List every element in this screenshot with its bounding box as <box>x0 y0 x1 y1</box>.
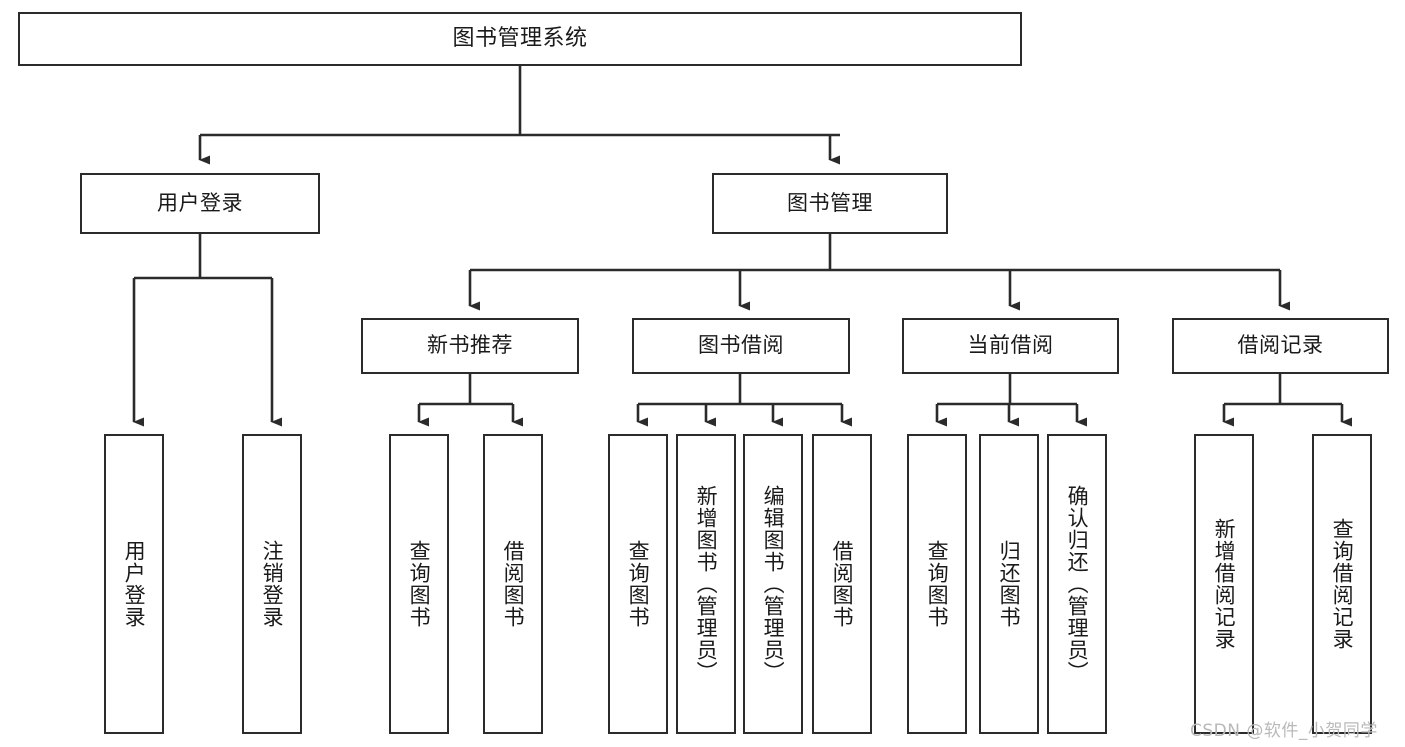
node-label: 借阅记录 <box>1237 333 1324 358</box>
node-label: 用户登录 <box>157 190 243 215</box>
leaf-book-borrow-edit[interactable]: 编辑图书（管理员） <box>743 434 803 734</box>
leaf-book-borrow-query[interactable]: 查询图书 <box>608 434 668 734</box>
node-label: 查询图书 <box>626 540 651 628</box>
node-user-login[interactable]: 用户登录 <box>80 173 320 234</box>
node-label: 确认归还（管理员） <box>1065 485 1090 683</box>
node-root-book-management-system[interactable]: 图书管理系统 <box>18 12 1022 66</box>
leaf-book-borrow-add[interactable]: 新增图书（管理员） <box>676 434 736 734</box>
leaf-new-book-borrow[interactable]: 借阅图书 <box>483 434 543 734</box>
leaf-borrow-record-add[interactable]: 新增借阅记录 <box>1194 434 1254 734</box>
node-label: 新增图书（管理员） <box>694 485 719 683</box>
node-label: 新书推荐 <box>427 333 513 358</box>
node-book-borrow[interactable]: 图书借阅 <box>632 318 850 374</box>
leaf-borrow-record-query[interactable]: 查询借阅记录 <box>1312 434 1372 734</box>
node-label: 图书管理 <box>787 190 873 215</box>
node-label: 借阅图书 <box>501 540 526 628</box>
node-label: 新增借阅记录 <box>1212 518 1237 650</box>
node-label: 图书借阅 <box>698 333 784 358</box>
node-book-management[interactable]: 图书管理 <box>712 173 948 234</box>
leaf-current-borrow-confirm-return[interactable]: 确认归还（管理员） <box>1047 434 1107 734</box>
node-label: 编辑图书（管理员） <box>761 485 786 683</box>
node-current-borrow[interactable]: 当前借阅 <box>902 318 1119 374</box>
node-new-book-recommend[interactable]: 新书推荐 <box>361 318 579 374</box>
leaf-book-borrow-borrow[interactable]: 借阅图书 <box>812 434 872 734</box>
node-label: 查询图书 <box>925 540 950 628</box>
node-label: 借阅图书 <box>830 540 855 628</box>
leaf-new-book-query[interactable]: 查询图书 <box>389 434 449 734</box>
leaf-current-borrow-return[interactable]: 归还图书 <box>979 434 1039 734</box>
node-label: 查询借阅记录 <box>1330 518 1355 650</box>
node-label: 当前借阅 <box>967 333 1054 358</box>
leaf-current-borrow-query[interactable]: 查询图书 <box>907 434 967 734</box>
node-label: 图书管理系统 <box>452 25 588 51</box>
leaf-user-login-logout[interactable]: 注销登录 <box>242 434 302 734</box>
node-borrow-record[interactable]: 借阅记录 <box>1172 318 1389 374</box>
node-label: 注销登录 <box>260 540 285 628</box>
node-label: 归还图书 <box>997 540 1022 628</box>
leaf-user-login-login[interactable]: 用户登录 <box>104 434 164 734</box>
node-label: 用户登录 <box>122 540 147 628</box>
node-label: 查询图书 <box>407 540 432 628</box>
